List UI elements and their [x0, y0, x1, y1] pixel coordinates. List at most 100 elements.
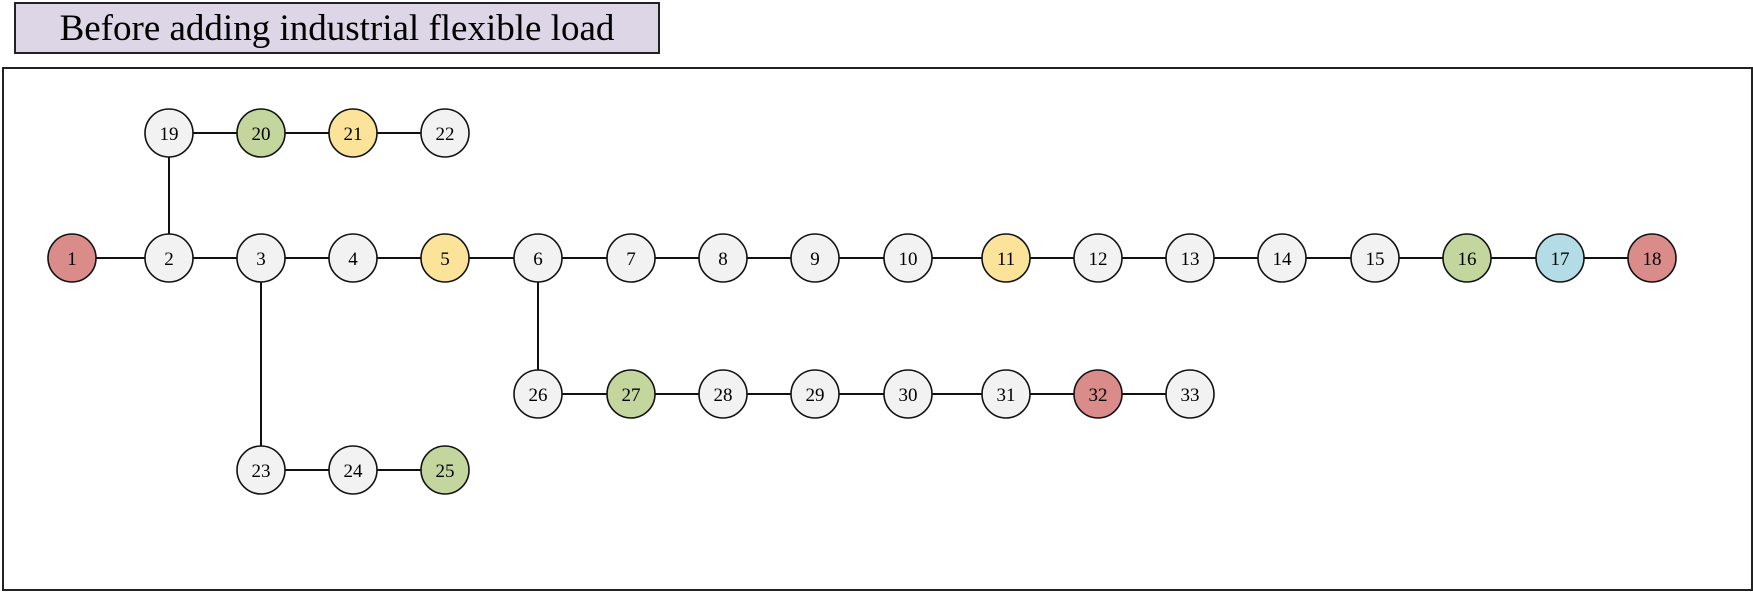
- node-circle: [328, 445, 378, 495]
- node-24: 24: [328, 445, 378, 495]
- node-label: 26: [529, 385, 548, 406]
- node-20: 20: [236, 108, 286, 158]
- node-circle: [883, 369, 933, 419]
- node-17: 17: [1535, 233, 1585, 283]
- node-circle: [1073, 233, 1123, 283]
- node-label: 15: [1366, 249, 1385, 270]
- node-label: 10: [899, 249, 918, 270]
- node-28: 28: [698, 369, 748, 419]
- node-13: 13: [1165, 233, 1215, 283]
- node-circle: [698, 233, 748, 283]
- node-label: 31: [997, 385, 1016, 406]
- node-circle: [1165, 233, 1215, 283]
- node-circle: [420, 108, 470, 158]
- node-circle: [236, 108, 286, 158]
- node-10: 10: [883, 233, 933, 283]
- node-label: 6: [533, 249, 543, 270]
- node-9: 9: [790, 233, 840, 283]
- node-33: 33: [1165, 369, 1215, 419]
- node-7: 7: [606, 233, 656, 283]
- node-label: 4: [348, 249, 358, 270]
- node-label: 14: [1273, 249, 1293, 270]
- node-circle: [513, 369, 563, 419]
- node-label: 1: [67, 249, 77, 270]
- node-2: 2: [144, 233, 194, 283]
- node-label: 27: [622, 385, 641, 406]
- node-1: 1: [47, 233, 97, 283]
- node-label: 9: [810, 249, 820, 270]
- node-31: 31: [981, 369, 1031, 419]
- node-circle: [790, 369, 840, 419]
- node-8: 8: [698, 233, 748, 283]
- node-circle: [1442, 233, 1492, 283]
- node-12: 12: [1073, 233, 1123, 283]
- node-22: 22: [420, 108, 470, 158]
- node-label: 20: [252, 124, 271, 145]
- node-label: 21: [344, 124, 363, 145]
- node-3: 3: [236, 233, 286, 283]
- node-circle: [47, 233, 97, 283]
- node-16: 16: [1442, 233, 1492, 283]
- node-circle: [981, 369, 1031, 419]
- node-label: 29: [806, 385, 825, 406]
- node-label: 32: [1089, 385, 1108, 406]
- node-label: 30: [899, 385, 918, 406]
- diagram-title: Before adding industrial flexible load: [14, 2, 660, 54]
- node-circle: [606, 369, 656, 419]
- node-27: 27: [606, 369, 656, 419]
- node-29: 29: [790, 369, 840, 419]
- node-label: 2: [164, 249, 174, 270]
- node-circle: [1257, 233, 1307, 283]
- node-26: 26: [513, 369, 563, 419]
- node-14: 14: [1257, 233, 1307, 283]
- node-circle: [698, 369, 748, 419]
- node-circle: [1535, 233, 1585, 283]
- node-circle: [606, 233, 656, 283]
- node-6: 6: [513, 233, 563, 283]
- node-circle: [1627, 233, 1677, 283]
- node-label: 16: [1458, 249, 1477, 270]
- node-4: 4: [328, 233, 378, 283]
- node-label: 33: [1181, 385, 1200, 406]
- node-18: 18: [1627, 233, 1677, 283]
- node-32: 32: [1073, 369, 1123, 419]
- node-25: 25: [420, 445, 470, 495]
- node-label: 11: [997, 249, 1015, 270]
- node-19: 19: [144, 108, 194, 158]
- node-label: 23: [252, 461, 271, 482]
- node-label: 7: [626, 249, 636, 270]
- node-circle: [144, 233, 194, 283]
- node-label: 22: [436, 124, 455, 145]
- node-15: 15: [1350, 233, 1400, 283]
- node-label: 17: [1551, 249, 1570, 270]
- node-label: 19: [160, 124, 179, 145]
- node-circle: [1350, 233, 1400, 283]
- node-23: 23: [236, 445, 286, 495]
- node-label: 24: [344, 461, 364, 482]
- node-label: 13: [1181, 249, 1200, 270]
- node-circle: [790, 233, 840, 283]
- node-circle: [1073, 369, 1123, 419]
- node-circle: [981, 233, 1031, 283]
- node-label: 25: [436, 461, 455, 482]
- node-label: 28: [714, 385, 733, 406]
- node-label: 5: [440, 249, 450, 270]
- edges-layer: [72, 132, 1652, 471]
- node-label: 18: [1643, 249, 1662, 270]
- node-circle: [420, 445, 470, 495]
- node-circle: [328, 233, 378, 283]
- node-circle: [328, 108, 378, 158]
- node-circle: [883, 233, 933, 283]
- node-circle: [513, 233, 563, 283]
- node-label: 12: [1089, 249, 1108, 270]
- node-5: 5: [420, 233, 470, 283]
- node-label: 3: [256, 249, 266, 270]
- node-circle: [236, 233, 286, 283]
- node-label: 8: [718, 249, 728, 270]
- node-circle: [236, 445, 286, 495]
- node-30: 30: [883, 369, 933, 419]
- node-circle: [144, 108, 194, 158]
- node-circle: [420, 233, 470, 283]
